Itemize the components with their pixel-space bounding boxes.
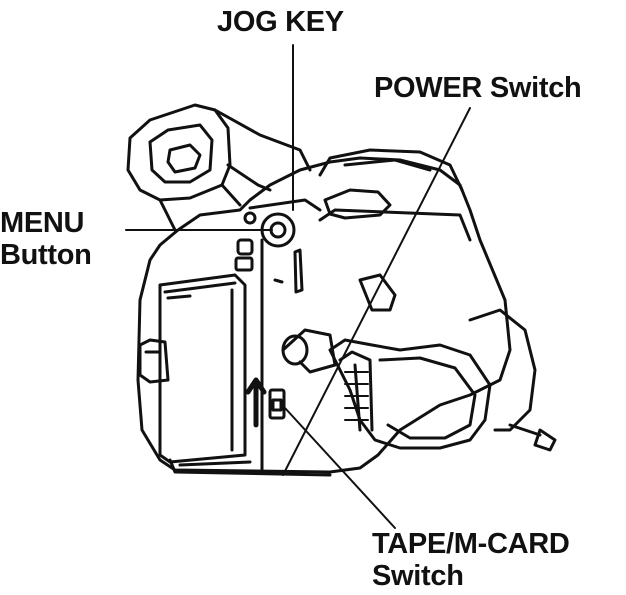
menu-button-label: MENU Button xyxy=(0,207,92,271)
menu-button-shape xyxy=(236,238,254,256)
menu-button-label-line1: MENU xyxy=(0,207,85,239)
viewfinder-tube xyxy=(213,108,312,172)
tape-mcard-switch-label: TAPE/M-CARD Switch xyxy=(372,528,570,592)
menu-button-label-line2: Button xyxy=(0,239,92,271)
hand-strap xyxy=(328,338,492,450)
jog-key-label: JOG KEY xyxy=(217,6,344,38)
tape-mcard-switch-shape xyxy=(268,388,286,420)
tape-mcard-label-line1: TAPE/M-CARD xyxy=(372,528,570,560)
battery-pack xyxy=(158,273,247,464)
battery-arrow-icon xyxy=(245,377,267,428)
camcorder-body xyxy=(136,156,512,474)
viewfinder-eyecup xyxy=(126,103,232,202)
camcorder-top xyxy=(318,148,464,192)
power-switch-leader xyxy=(282,107,471,476)
tape-mcard-leader xyxy=(284,407,396,529)
power-switch-label: POWER Switch xyxy=(374,72,582,104)
tape-mcard-label-line2: Switch xyxy=(372,560,464,592)
